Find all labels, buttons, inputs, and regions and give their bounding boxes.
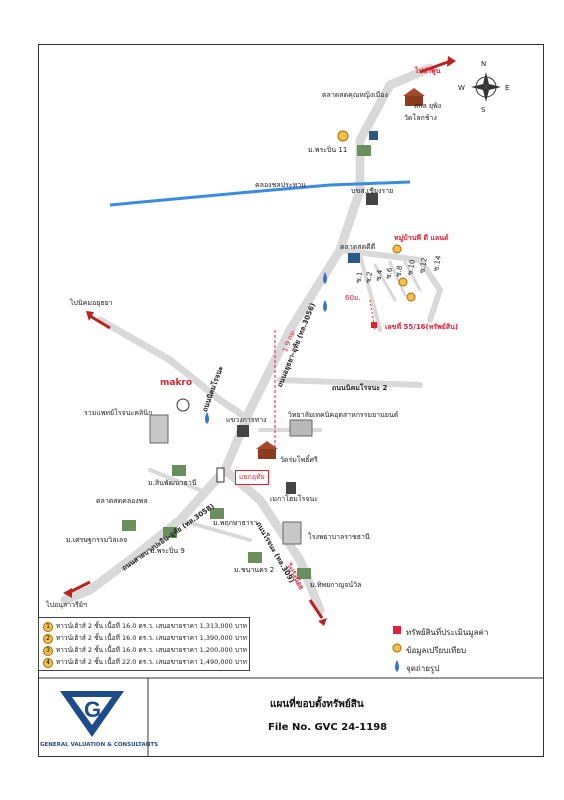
key-comparable-label: ข้อมูลเปรียบเทียบ bbox=[406, 646, 467, 655]
college-icon bbox=[289, 419, 313, 437]
canal-label: คลองชลประทาน bbox=[255, 181, 306, 189]
map-frame bbox=[38, 44, 544, 757]
arrow-left bbox=[89, 314, 111, 330]
mall-icon bbox=[286, 482, 296, 494]
photo-point-icons bbox=[205, 272, 327, 424]
wat2-icon bbox=[256, 441, 278, 459]
village-thep-label: ม.ทิพยกาญจน์วิล bbox=[310, 581, 362, 589]
key-subject-label: ทรัพย์สินที่ประเมินมูลค่า bbox=[406, 628, 489, 637]
east-label: E bbox=[505, 84, 510, 92]
school-label: โรงพยาบาลราชธานี bbox=[308, 533, 370, 541]
arrow-bottom-left bbox=[69, 580, 91, 594]
temple-label: สกล ยุพิง bbox=[414, 102, 442, 110]
distance-60m-label: 60ม. bbox=[345, 294, 361, 302]
compass-icon bbox=[471, 72, 501, 102]
bus-terminal-icon bbox=[366, 193, 378, 205]
village-icons bbox=[122, 145, 371, 579]
mall-label: เมกาโฮมโรจนะ bbox=[270, 495, 318, 503]
college-label: วิทยาลัยเทคนิคอุตสาหกรรมยานยนต์ bbox=[288, 411, 399, 419]
building-icon-1 bbox=[369, 131, 378, 140]
soi-8: ซ.8 bbox=[394, 265, 405, 278]
svg-text:G: G bbox=[84, 697, 101, 722]
north-label: N bbox=[481, 60, 487, 68]
makro-label: makro bbox=[160, 378, 193, 388]
village-road bbox=[337, 247, 444, 323]
key-subject-swatch bbox=[393, 626, 401, 634]
company-name: GENERAL VALUATION & CONSULTANTS bbox=[40, 742, 159, 748]
rojana2-road-label: ถนนนิคมโรจนะ 2 bbox=[332, 384, 388, 392]
key-photo-label: จุดถ่ายรูป bbox=[406, 664, 440, 673]
market3-label: ตลาดสดดีดี bbox=[340, 243, 376, 251]
west-label: W bbox=[458, 84, 465, 92]
hospital-left-label: รามแพทย์โรจนะคลินิก bbox=[84, 409, 153, 417]
makro-clock-icon bbox=[176, 398, 190, 412]
rojana-industrial-road bbox=[96, 316, 254, 424]
village-praphin9-label: ม.พระปิ่น 9 bbox=[150, 547, 185, 555]
temple-icon bbox=[403, 88, 425, 106]
village-nakorn2-label: ม.ชนานคร 2 bbox=[234, 566, 275, 574]
school-icon bbox=[282, 521, 302, 545]
rojana2-road bbox=[277, 377, 423, 388]
village-prukpirom-label: ม.พฤกษาธารา bbox=[213, 519, 258, 527]
wat2-label: วัดร่มโพธิ์ศรี bbox=[280, 456, 318, 464]
map-title: แผนที่ขอบตั้งทรัพย์สิน bbox=[270, 699, 364, 710]
wat-label: วัดโลกช้าง bbox=[404, 114, 437, 122]
main-road bbox=[60, 63, 435, 605]
village-left-label: ม.เศรษฐกรรมวิลเลจ bbox=[66, 536, 128, 544]
arrow-bottom-right bbox=[308, 599, 324, 619]
subject-property-label: เลขที่ 55/16(ทรัพย์สิน) bbox=[385, 323, 459, 331]
canal-line bbox=[109, 180, 411, 207]
arrow-top-right bbox=[419, 60, 449, 74]
subject-marker bbox=[371, 322, 377, 328]
rojana-road bbox=[220, 465, 325, 615]
to-monument-label: ไปอนุสาวรีย์ฯ bbox=[46, 601, 87, 609]
file-number: File No. GVC 24-1198 bbox=[268, 722, 388, 733]
to-ayutthaya-estate-label: ไปนิคมอยุธยา bbox=[70, 299, 113, 307]
comparable-markers bbox=[337, 130, 416, 302]
project-label: หมู่บ้านพี ดี แลนด์ bbox=[394, 234, 449, 242]
key-photo-swatch bbox=[395, 660, 399, 672]
village-sinwattana-label: ม.สินพัฒนาธานี bbox=[148, 479, 197, 487]
to-lamphun-label: ไปลำพูน bbox=[415, 67, 441, 75]
market-left-label: ตลาดสดคลองพล bbox=[96, 497, 148, 505]
company-logo-icon: G bbox=[60, 691, 124, 737]
subject-intersection-box: แยกอุทัย bbox=[235, 470, 269, 485]
police-icon bbox=[237, 425, 249, 437]
village11-label: ม.พระปิ่น 11 bbox=[308, 146, 348, 154]
bus-terminal-label: บขส.เชียงราย bbox=[351, 187, 394, 195]
market-icon bbox=[348, 253, 360, 263]
hospital-left-icon bbox=[149, 414, 169, 444]
market-top-label: ตลาดสดคุณหญิงเมือง bbox=[322, 91, 388, 99]
south-label: S bbox=[481, 106, 486, 114]
key-comparable-swatch bbox=[392, 643, 402, 653]
highway-dept-label: แขวงการทาง bbox=[226, 416, 267, 424]
